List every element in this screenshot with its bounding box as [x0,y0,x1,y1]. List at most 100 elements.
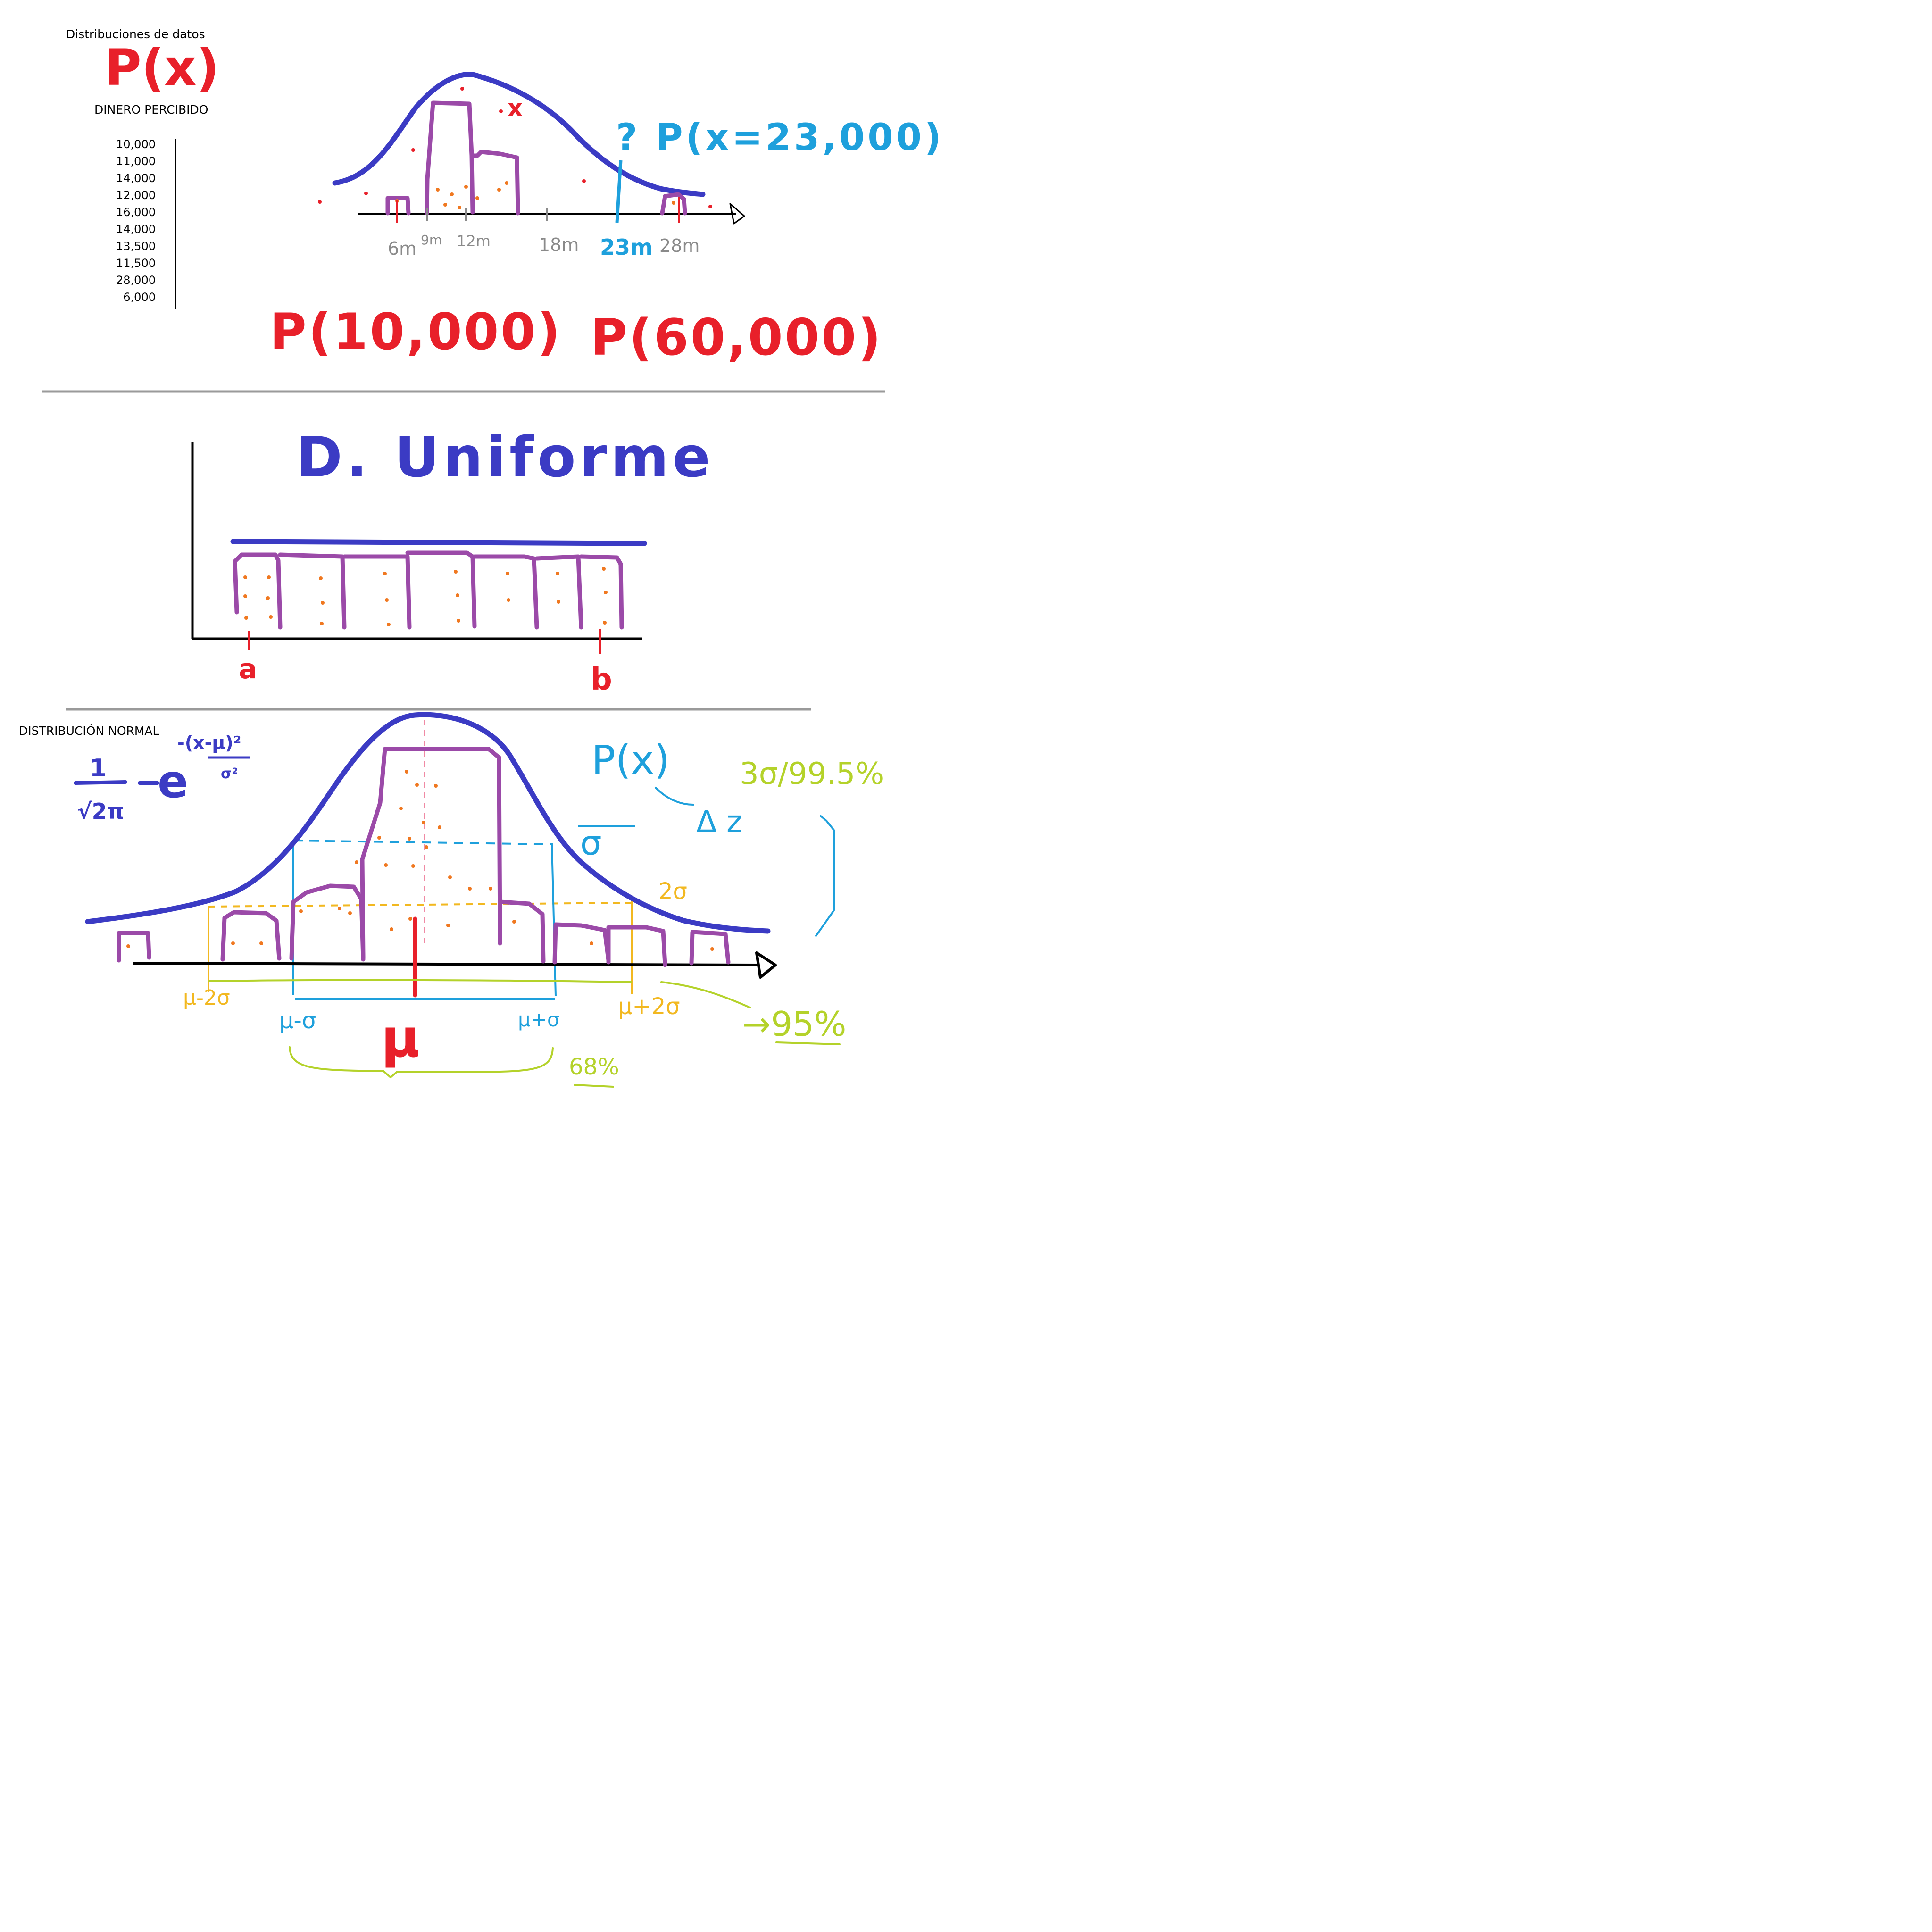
normal-x-axis [133,962,760,966]
blue-tangent-arrow [655,787,694,806]
dot [422,821,425,824]
normal-histogram [117,747,731,967]
point [460,87,464,91]
dot [405,770,408,774]
dot [505,181,508,185]
sigma-label: σ [580,823,602,863]
normal-heading: DISTRIBUCIÓN NORMAL [19,724,159,738]
income-value: 10,000 [116,138,156,151]
uniform-bar [579,554,624,630]
tick-label: 6m [388,238,416,259]
uniform-title: D. Uniforme [296,425,714,490]
income-value: 13,500 [116,240,156,253]
section-income-distribution: P(x) x [105,39,944,366]
tick-label: 23m [600,234,653,260]
mu-label: μ [381,1008,420,1069]
guide-line [208,902,633,908]
dot [448,875,452,879]
bar [552,922,611,965]
section-normal-distribution: 1 √2π e -(x-μ)² σ² [74,712,884,1088]
dot [259,941,263,945]
arrow-icon [729,203,745,225]
formula-fraction-bar [74,780,127,785]
sigma-box-edge [551,843,557,997]
dot [355,860,358,864]
p-low-annotation: P(10,000) [270,303,562,361]
bracket-68 [289,1046,554,1078]
dot [126,944,130,948]
income-value: 6,000 [123,291,156,304]
bracket-95 [208,979,632,983]
dot [489,887,492,891]
uniform-label-b: b [591,662,612,697]
underline-95 [775,1041,841,1045]
dot [497,188,501,192]
uniform-bar [534,554,583,630]
dot [456,593,459,597]
income-value: 11,000 [116,155,156,168]
px-title: P(x) [105,39,219,97]
dot [590,941,593,945]
mu-plus-2sigma-label: μ+2σ [618,993,680,1020]
dot [377,836,381,840]
dot [243,575,247,579]
income-value: 14,000 [116,223,156,236]
dot [415,783,419,787]
dot [468,887,472,891]
uniform-label-a: a [239,653,257,685]
dot [506,572,509,575]
dot [408,837,411,841]
dot [425,845,428,849]
uniform-bar [472,554,539,630]
income-bell-curve [332,72,706,197]
p-high-annotation: P(60,000) [591,308,883,366]
uniform-histogram [233,550,624,630]
dot [266,596,270,600]
point [499,109,503,113]
income-value: 28,000 [116,274,156,287]
dot [269,615,273,619]
income-value: 11,500 [116,257,156,270]
dot [408,917,412,921]
income-value: 12,000 [116,189,156,202]
dot [436,188,440,192]
point [318,200,322,204]
formula-denominator: √2π [77,799,124,824]
dot [458,206,461,209]
tick-label: 18m [539,234,579,255]
uniform-bar [278,552,347,630]
uniform-bar [405,550,477,629]
sigma-box-edge [293,840,552,845]
dot [457,619,460,623]
blue-arrow [815,815,835,937]
page-title: Distribuciones de datos [66,27,205,41]
dot [464,185,468,189]
bar [470,150,520,216]
income-sample-dots [395,181,675,209]
dot [450,192,454,196]
dot [438,825,441,829]
bar [425,100,475,216]
uniform-sample-dots [243,567,608,626]
dot [267,575,271,579]
two-sigma-label: 2σ [658,878,687,905]
dot [411,864,415,868]
dot [348,911,352,915]
dot [603,621,607,625]
dot [443,203,447,207]
formula-e: e [158,755,188,808]
formula-exp-den: σ² [221,766,238,782]
normal-bell-curve [85,712,771,934]
bar [360,747,502,960]
dot [475,196,479,200]
dot [243,594,247,598]
question-annotation: ? P(x=23,000) [616,117,944,159]
income-heading: DINERO PERCIBIDO [94,103,208,117]
section-uniform-distribution: D. Uniforme a b [191,425,714,697]
dot [385,598,389,602]
two-sigma-guides [208,899,633,994]
point [411,148,415,152]
formula-exp-num: -(x-μ)² [177,733,241,753]
dot [507,598,510,602]
